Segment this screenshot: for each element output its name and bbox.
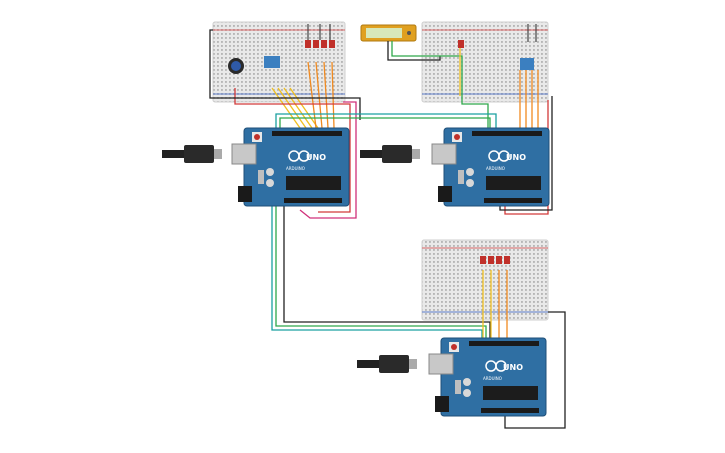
lcd-display (360, 24, 417, 42)
breadboard-2 (421, 21, 549, 103)
led-single (458, 40, 464, 48)
svg-text:UNO: UNO (506, 153, 526, 162)
arduino-board-3: UNO ARDUINO (428, 337, 547, 417)
usb-cable-2 (360, 145, 420, 163)
svg-text:ARDUINO: ARDUINO (286, 166, 305, 171)
arduino-board-1: UNO ARDUINO (231, 127, 350, 207)
dip-switch-1 (264, 56, 280, 68)
svg-text:ARDUINO: ARDUINO (486, 166, 505, 171)
svg-text:ARDUINO: ARDUINO (483, 376, 502, 381)
usb-cable-3 (357, 355, 417, 373)
usb-cable-1 (162, 145, 222, 163)
led-bank-1 (305, 40, 335, 48)
dip-switch-2 (520, 58, 534, 70)
breadboard-1 (212, 21, 346, 103)
arduino-board-2: UNO ARDUINO (431, 127, 550, 207)
svg-text:UNO: UNO (306, 153, 326, 162)
led-bank-3 (480, 256, 510, 264)
breadboard-3 (421, 239, 549, 321)
svg-text:UNO: UNO (503, 363, 523, 372)
